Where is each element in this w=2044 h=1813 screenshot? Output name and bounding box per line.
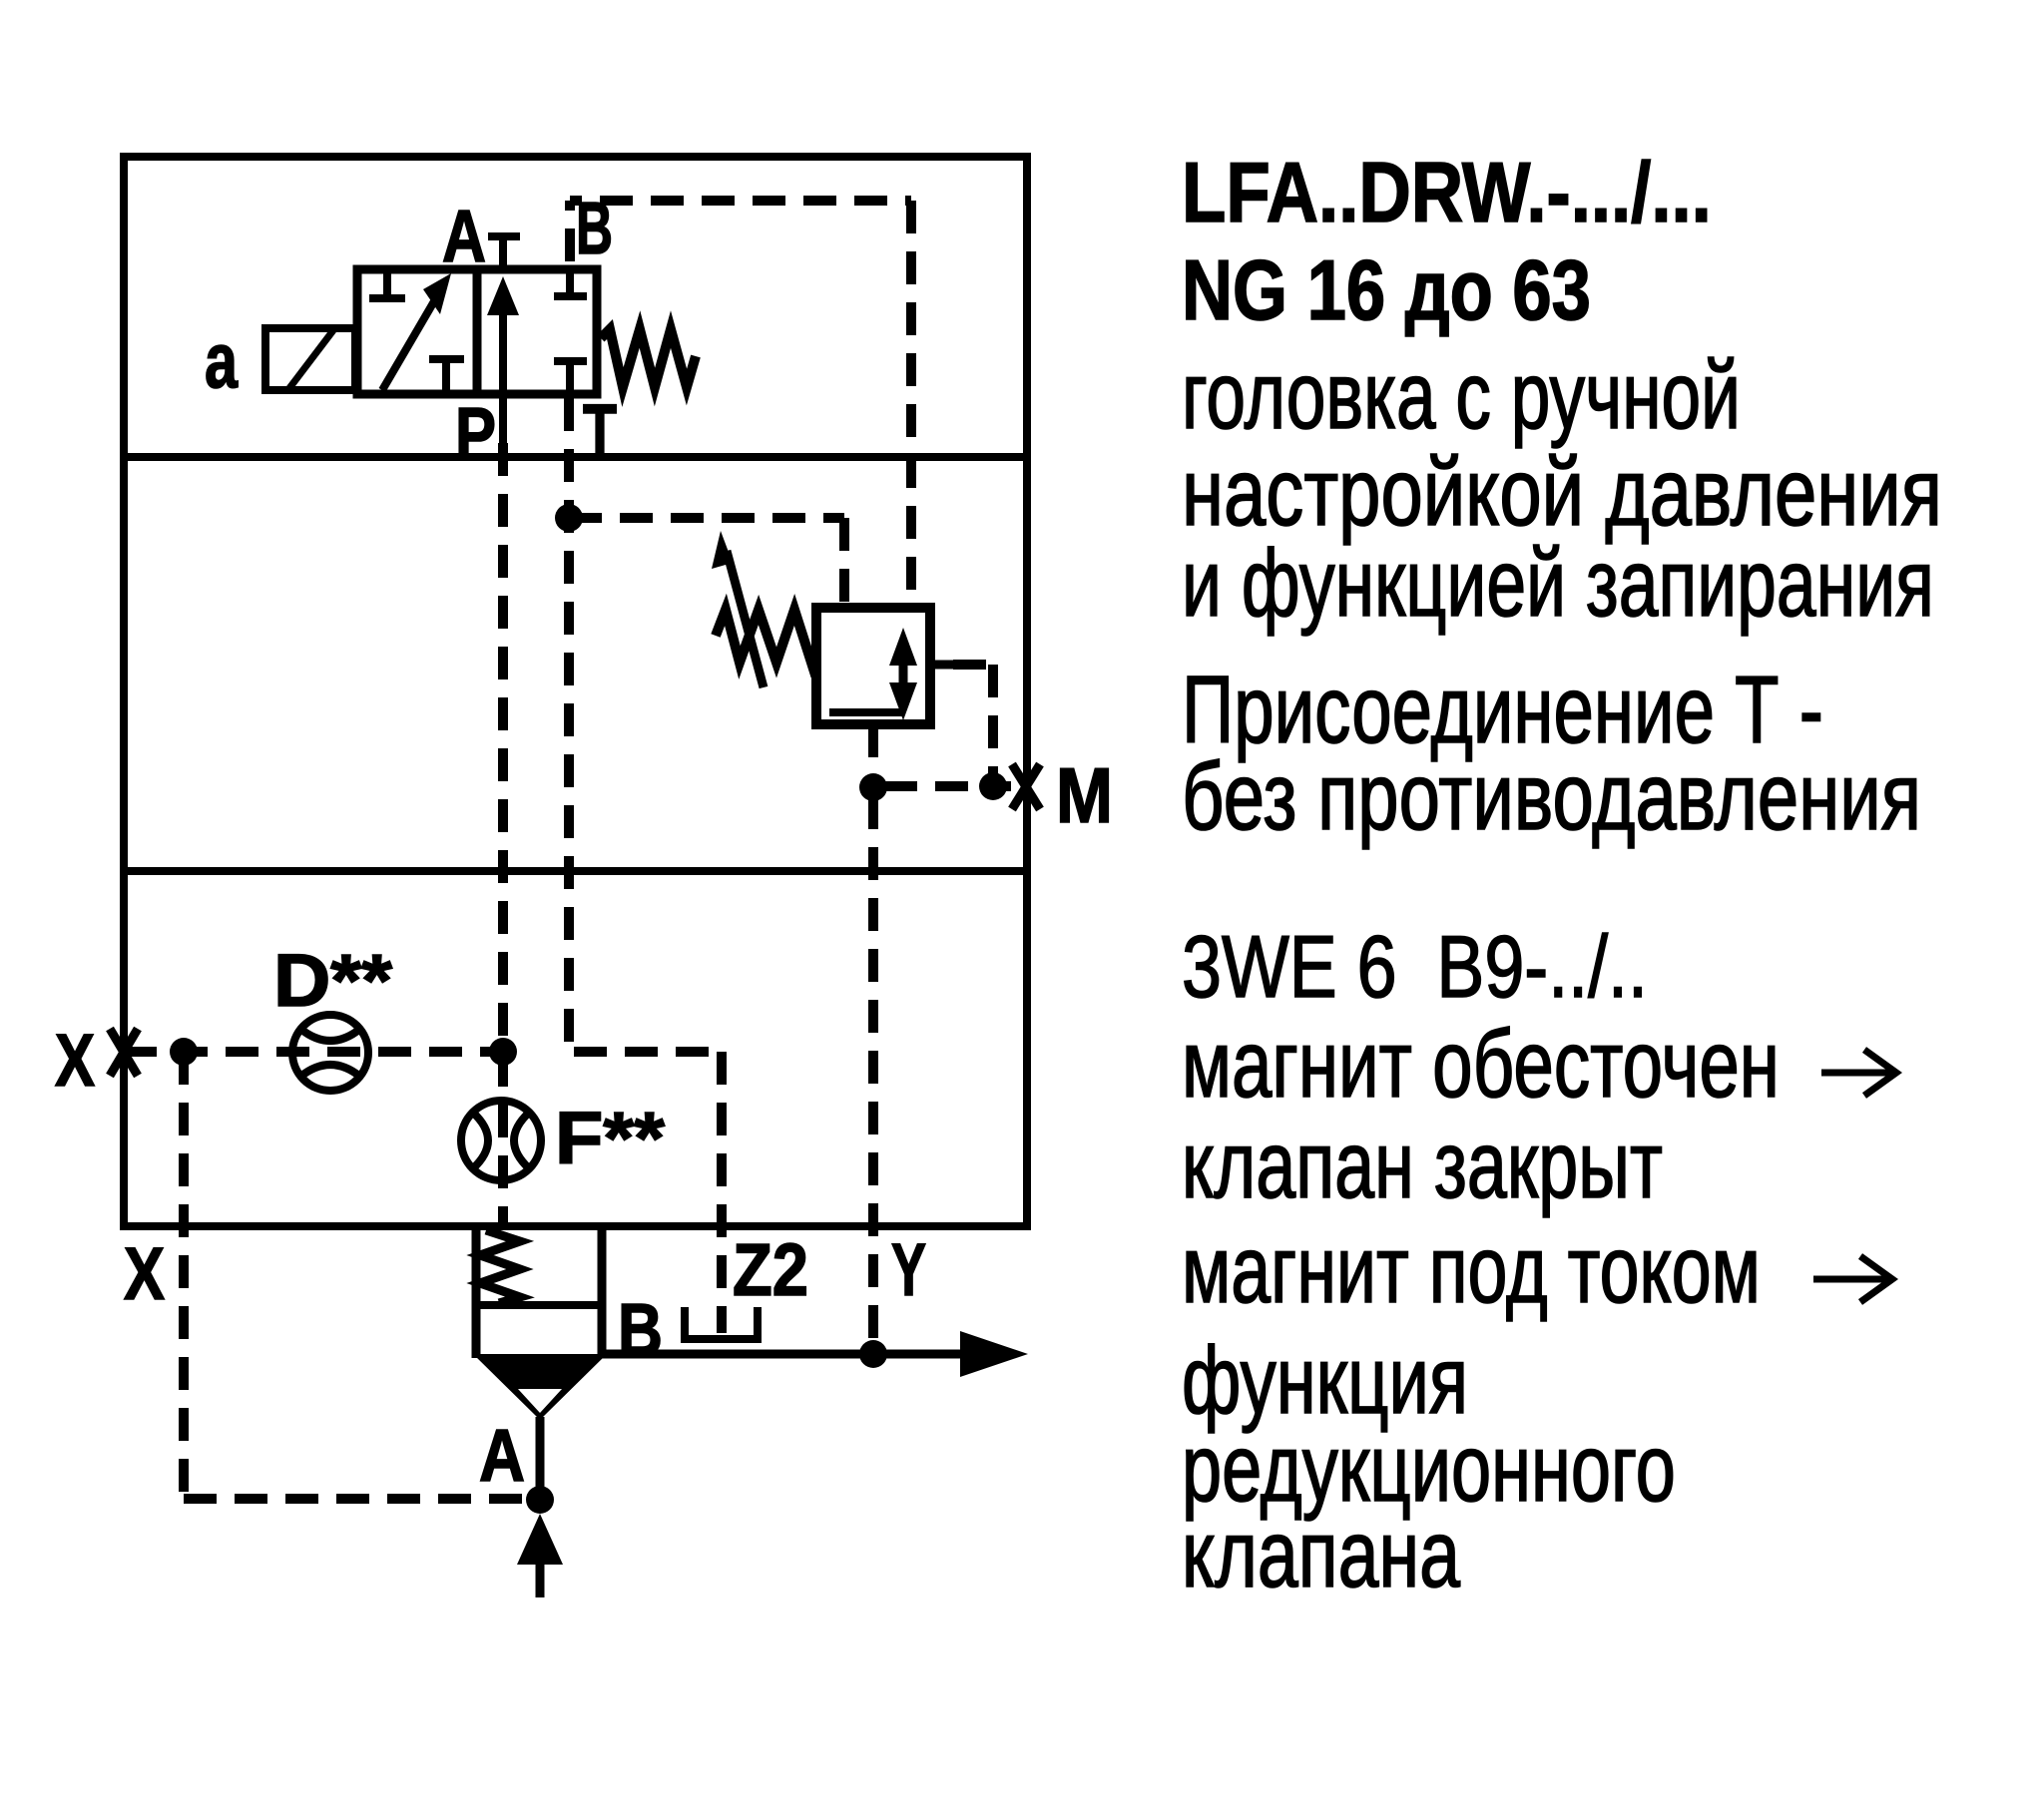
svg-text:Y: Y	[891, 1228, 926, 1311]
svg-text:без противодавления: без противодавления	[1182, 743, 1921, 850]
svg-text:B: B	[576, 187, 613, 269]
svg-text:головка с ручной: головка с ручной	[1182, 341, 1741, 449]
svg-text:P: P	[455, 392, 496, 475]
svg-text:магнит под током: магнит под током	[1182, 1215, 1761, 1323]
svg-text:LFA..DRW.-.../...: LFA..DRW.-.../...	[1182, 145, 1712, 240]
svg-text:A: A	[479, 1414, 525, 1497]
svg-text:T: T	[583, 389, 617, 472]
svg-text:магнит обесточен: магнит обесточен	[1182, 1011, 1780, 1118]
svg-text:настройкой давления: настройкой давления	[1182, 440, 1942, 546]
svg-text:a: a	[205, 316, 238, 404]
svg-text:Z2: Z2	[733, 1228, 808, 1311]
svg-text:X: X	[124, 1232, 165, 1315]
svg-text:и функцией запирания: и функцией запирания	[1182, 529, 1934, 637]
svg-text:3WE 6 B9-../..: 3WE 6 B9-../..	[1182, 918, 1648, 1017]
svg-text:NG 16 до 63: NG 16 до 63	[1182, 242, 1591, 338]
svg-text:F**: F**	[555, 1097, 665, 1179]
svg-text:A: A	[442, 195, 486, 277]
svg-text:Присоединение Т -: Присоединение Т -	[1182, 657, 1823, 763]
svg-text:D**: D**	[273, 939, 392, 1022]
svg-text:клапан закрыт: клапан закрыт	[1182, 1111, 1663, 1218]
svg-text:функция: функция	[1182, 1326, 1468, 1433]
svg-text:редукционного: редукционного	[1182, 1414, 1676, 1521]
svg-text:M: M	[1056, 751, 1113, 839]
svg-text:X: X	[55, 1019, 95, 1102]
svg-text:B: B	[618, 1288, 663, 1371]
svg-text:клапана: клапана	[1182, 1502, 1460, 1608]
